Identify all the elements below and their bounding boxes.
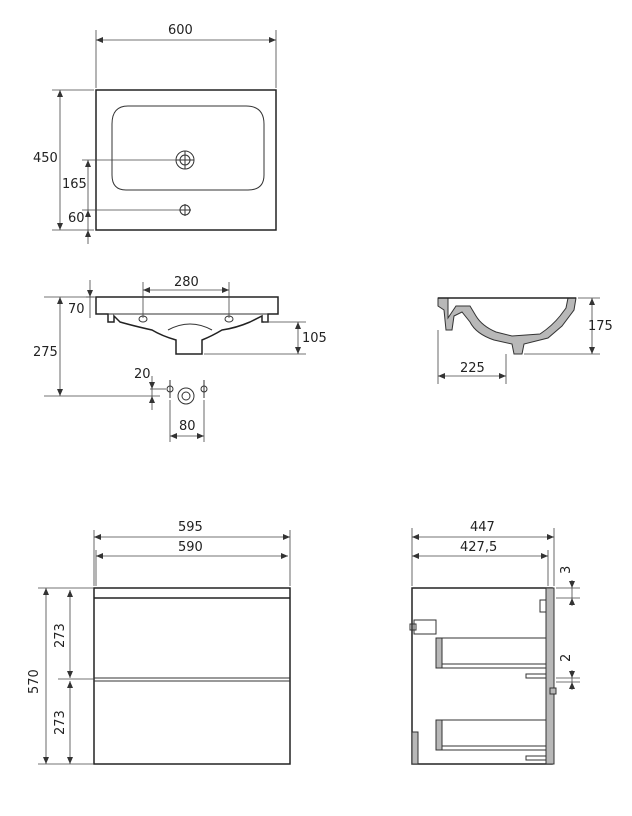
- dim-447: 447: [470, 520, 495, 535]
- cabinet-side-outline: [411, 587, 553, 765]
- handle-top: [413, 619, 437, 635]
- tap-hole-center-inner: [181, 391, 191, 401]
- dim-80: 80: [179, 419, 196, 434]
- section-profile: [437, 297, 577, 355]
- dim-20: 20: [134, 367, 151, 382]
- dim-width-600: 600: [168, 23, 193, 38]
- dim-2: 2: [559, 654, 574, 662]
- dim-273-top: 273: [53, 623, 68, 648]
- dim-175: 175: [588, 319, 613, 334]
- basin-top-view: 600 450 165 60: [33, 23, 277, 244]
- dim-225: 225: [460, 361, 485, 376]
- dim-depth-450: 450: [33, 151, 58, 166]
- dim-60: 60: [68, 211, 85, 226]
- basin-bowl: [111, 105, 265, 191]
- dim-70: 70: [68, 302, 85, 317]
- dim-273-bottom: 273: [53, 710, 68, 735]
- dim-280: 280: [174, 275, 199, 290]
- cabinet-side-view: 447 427,5 3 2: [409, 520, 580, 765]
- dim-595: 595: [178, 520, 203, 535]
- front-foot: [411, 731, 419, 765]
- cabinet-front-view: 595 590 570 273 273: [27, 520, 291, 765]
- siphon-neck: [167, 323, 213, 331]
- basin-front-outline: [95, 296, 279, 355]
- dim-427-5: 427,5: [460, 540, 497, 555]
- back-panel: [545, 587, 555, 765]
- basin-side-section: 175 225: [437, 297, 613, 384]
- dim-105: 105: [302, 331, 327, 346]
- dim-275: 275: [33, 345, 58, 360]
- basin-front-view: 280 70 275 105 20: [33, 275, 327, 442]
- dim-165: 165: [62, 177, 87, 192]
- dim-590: 590: [178, 540, 203, 555]
- cabinet-body: [93, 587, 291, 765]
- dim-3: 3: [559, 566, 574, 574]
- dim-570: 570: [27, 669, 42, 694]
- tap-hole-center-outer: [177, 387, 195, 405]
